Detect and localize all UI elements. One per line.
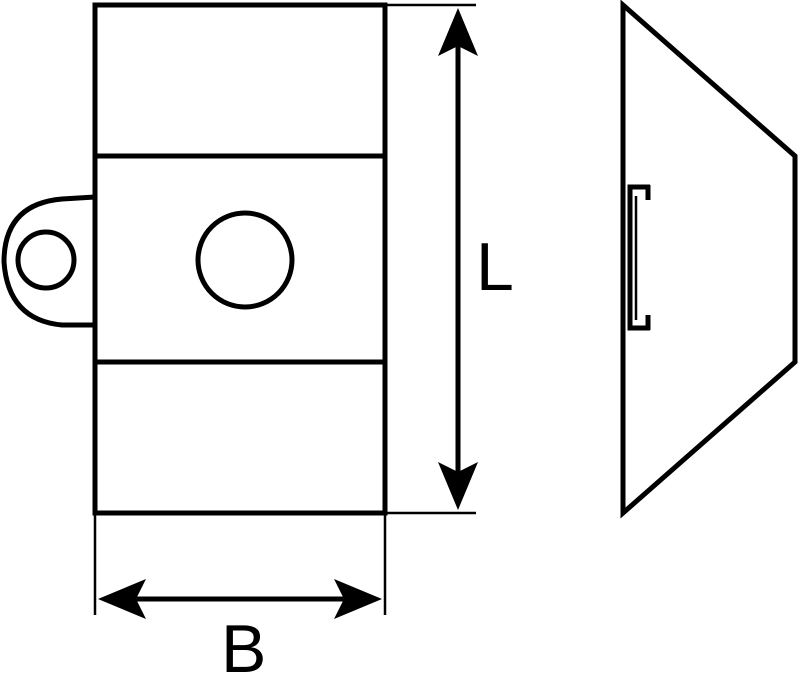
main-body-outline [92, 2, 388, 516]
dimension-length: L [385, 3, 514, 515]
mounting-lug [1, 194, 96, 328]
dimension-width: B [93, 513, 387, 687]
width-label: B [221, 611, 266, 687]
lug-hole [15, 229, 77, 291]
side-view [620, 0, 798, 519]
front-view [1, 2, 388, 516]
arrowhead-right [334, 579, 382, 619]
side-profile-outline [620, 0, 798, 519]
arrowhead-top [438, 8, 478, 56]
arrowhead-left [98, 579, 146, 619]
center-hole [195, 210, 295, 310]
side-slot-bracket [627, 184, 650, 331]
length-label: L [476, 229, 514, 305]
arrowhead-bottom [438, 462, 478, 510]
